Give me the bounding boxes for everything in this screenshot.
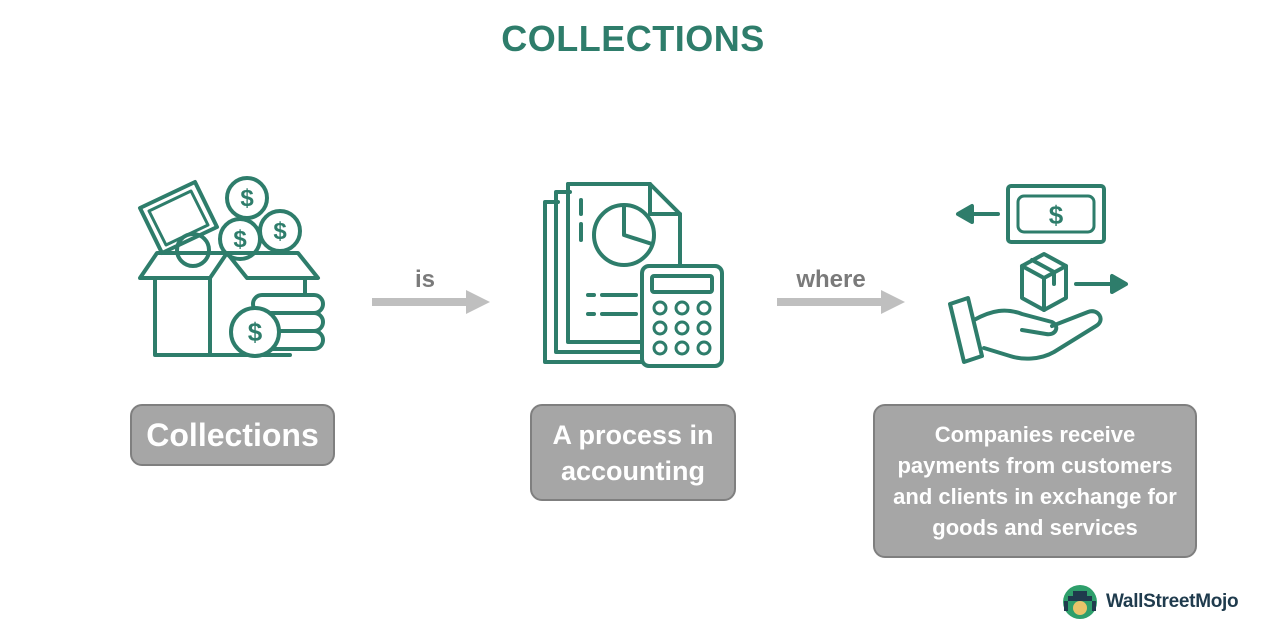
connector-label-where: where bbox=[796, 266, 866, 293]
hand-payment-exchange-icon: $ bbox=[942, 180, 1132, 370]
svg-text:$: $ bbox=[1049, 200, 1064, 230]
money-box-icon: $ $ $ $ bbox=[135, 175, 330, 365]
node-box-description: Companies receive payments from customer… bbox=[873, 404, 1197, 558]
node-box-process: A process in accounting bbox=[530, 404, 736, 501]
node-text-description: Companies receive payments from customer… bbox=[893, 422, 1177, 540]
svg-text:$: $ bbox=[273, 218, 287, 245]
node-text-collections: Collections bbox=[146, 416, 319, 453]
svg-text:$: $ bbox=[233, 226, 247, 253]
page-title: COLLECTIONS bbox=[501, 18, 765, 59]
svg-text:$: $ bbox=[248, 317, 263, 347]
arrow-connector-1 bbox=[372, 290, 490, 319]
connector-label-is: is bbox=[414, 266, 435, 293]
wallstreetmojo-logo: WallStreetMojo bbox=[1060, 582, 1255, 622]
svg-text:$: $ bbox=[240, 185, 254, 212]
accounting-report-calculator-icon bbox=[540, 180, 730, 370]
wallstreetmojo-logo-icon bbox=[1063, 585, 1097, 619]
node-box-collections: Collections bbox=[130, 404, 335, 466]
logo-text: WallStreetMojo bbox=[1106, 591, 1239, 612]
node-text-process: A process in accounting bbox=[552, 419, 714, 486]
arrow-connector-2 bbox=[777, 290, 905, 319]
